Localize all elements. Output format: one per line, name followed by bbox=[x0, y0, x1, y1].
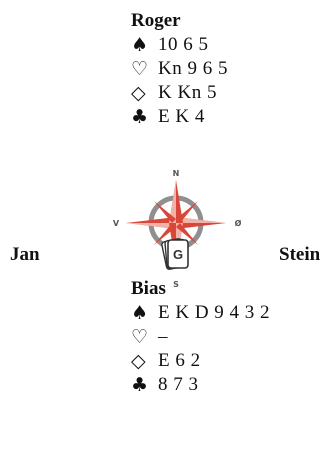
spade-icon: ♠ bbox=[131, 301, 158, 325]
spade-icon: ♠ bbox=[131, 33, 158, 57]
north-diamonds-cards: K Kn 5 bbox=[158, 81, 217, 105]
heart-icon: ♡ bbox=[131, 57, 158, 81]
heart-icon: ♡ bbox=[131, 325, 158, 349]
north-hearts-cards: Kn 9 6 5 bbox=[158, 57, 228, 81]
club-icon: ♣ bbox=[131, 373, 158, 397]
north-player-name: Roger bbox=[131, 10, 331, 33]
club-icon: ♣ bbox=[131, 105, 158, 129]
south-hand: Bias ♠ E K D 9 4 3 2 ♡ – ◇ E 6 2 ♣ 8 7 3 bbox=[131, 278, 331, 397]
north-diamonds-row: ◇ K Kn 5 bbox=[131, 81, 331, 105]
compass-north-label: N bbox=[173, 169, 180, 178]
compass-east-label: Ø bbox=[235, 218, 242, 228]
diamond-icon: ◇ bbox=[131, 349, 158, 373]
north-spades-cards: 10 6 5 bbox=[158, 33, 209, 57]
south-hearts-cards: – bbox=[158, 325, 168, 349]
west-player-name: Jan bbox=[10, 244, 40, 265]
north-clubs-cards: E K 4 bbox=[158, 105, 205, 129]
south-clubs-cards: 8 7 3 bbox=[158, 373, 199, 397]
south-spades-cards: E K D 9 4 3 2 bbox=[158, 301, 270, 325]
card-label: G bbox=[173, 247, 183, 262]
compass-rose-icon: G N S V Ø bbox=[106, 168, 246, 288]
north-clubs-row: ♣ E K 4 bbox=[131, 105, 331, 129]
north-hand: Roger ♠ 10 6 5 ♡ Kn 9 6 5 ◇ K Kn 5 ♣ E K… bbox=[131, 10, 331, 129]
compass-west-label: V bbox=[113, 219, 120, 228]
south-spades-row: ♠ E K D 9 4 3 2 bbox=[131, 301, 331, 325]
south-hearts-row: ♡ – bbox=[131, 325, 331, 349]
north-spades-row: ♠ 10 6 5 bbox=[131, 33, 331, 57]
south-diamonds-row: ◇ E 6 2 bbox=[131, 349, 331, 373]
north-hearts-row: ♡ Kn 9 6 5 bbox=[131, 57, 331, 81]
diamond-icon: ◇ bbox=[131, 81, 158, 105]
east-player-name: Stein bbox=[279, 244, 320, 265]
south-diamonds-cards: E 6 2 bbox=[158, 349, 201, 373]
south-player-name: Bias bbox=[131, 278, 331, 301]
south-clubs-row: ♣ 8 7 3 bbox=[131, 373, 331, 397]
compass-rose: G N S V Ø bbox=[106, 168, 246, 288]
